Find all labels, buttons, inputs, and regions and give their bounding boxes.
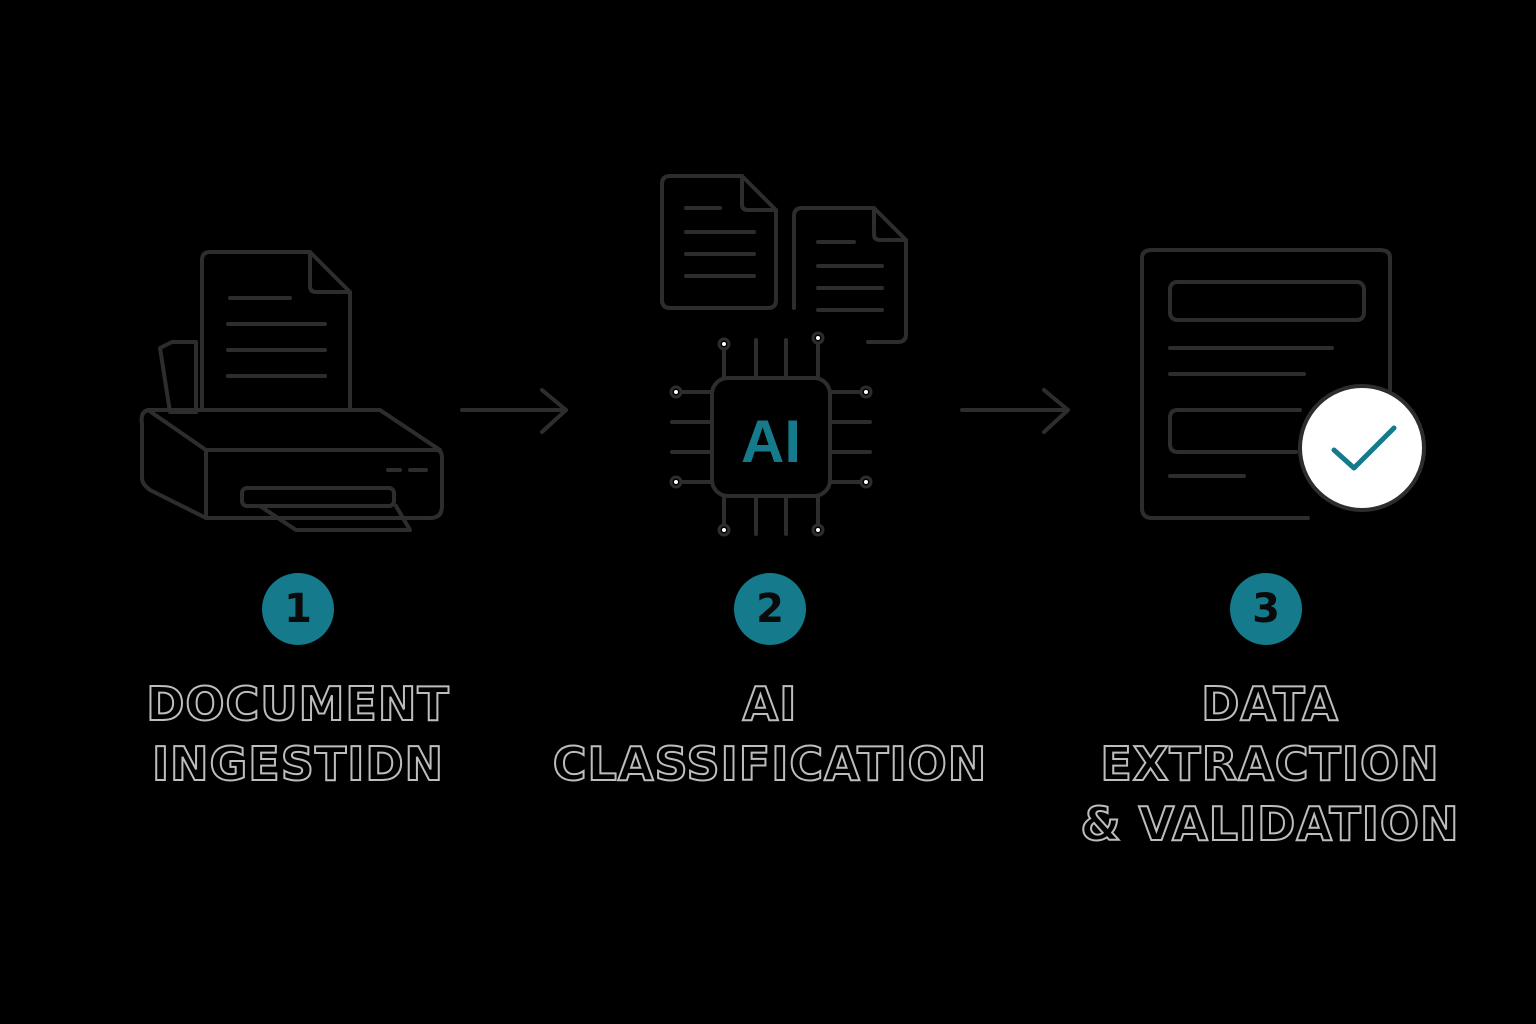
step-label-2-line1: AI	[742, 676, 798, 732]
step-label-1: DOCUMENT INGESTIDN	[68, 674, 528, 794]
arrow-right-icon	[460, 388, 568, 434]
step-label-3: DATA EXTRACTION & VALIDATION	[1040, 674, 1500, 854]
step-number-badge-2: 2	[734, 573, 806, 645]
step-label-3-line2: & VALIDATION	[1080, 796, 1460, 852]
arrow-right-icon	[960, 388, 1070, 434]
form-with-checkmark-icon	[1140, 248, 1426, 520]
ai-chip-with-documents-icon: AI	[660, 174, 908, 537]
step-label-2: AI CLASSIFICATION	[540, 674, 1000, 794]
step-number-badge-1: 1	[262, 573, 334, 645]
step-label-1-line1: DOCUMENT	[145, 676, 450, 732]
step-label-3-line1: DATA EXTRACTION	[1099, 676, 1440, 792]
step-label-1-line2: INGESTIDN	[151, 736, 445, 792]
step-number-badge-3: 3	[1230, 573, 1302, 645]
printer-with-document-icon	[139, 250, 444, 532]
step-label-2-line2: CLASSIFICATION	[552, 736, 988, 792]
chip-label: AI	[741, 408, 801, 475]
